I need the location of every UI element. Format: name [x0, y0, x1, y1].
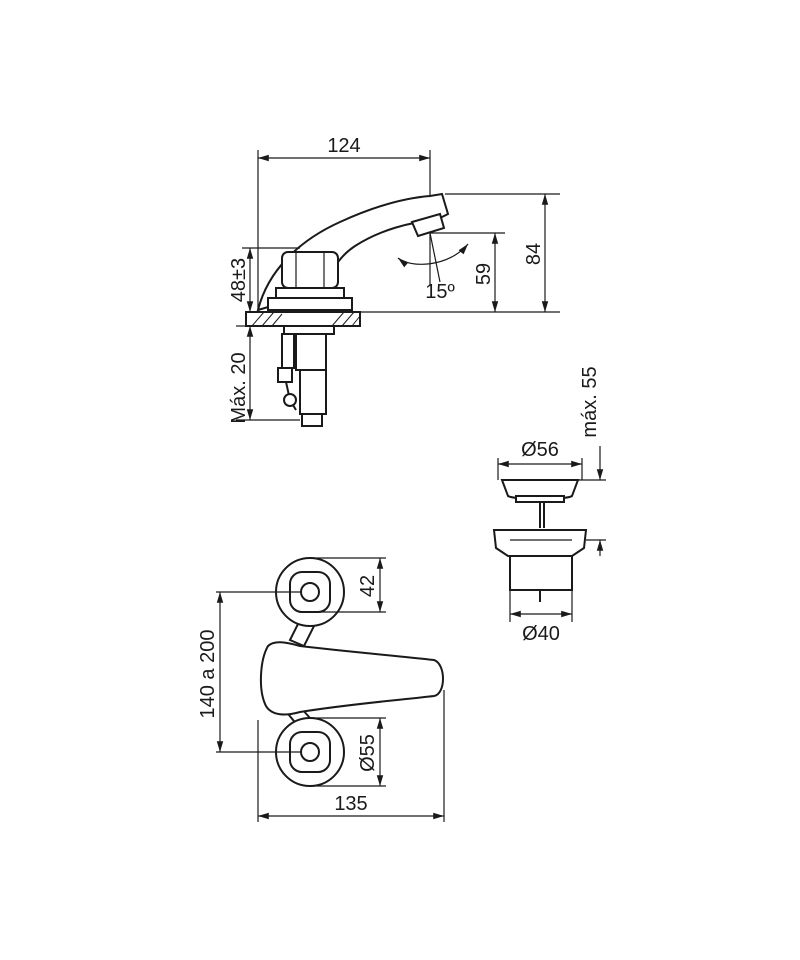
lever-handle: [259, 641, 444, 716]
dim-overall-width: 135: [334, 793, 367, 815]
dim-rosette-diameter: Ø55: [357, 734, 379, 772]
under-deck-body: [277, 325, 335, 427]
top-view: 140 a 200 42 Ø55 135: [197, 557, 445, 822]
lower-rosette: [275, 717, 345, 787]
countertop: [245, 311, 361, 327]
dim-drain-max-height: máx. 55: [579, 366, 601, 437]
drain-flange: [492, 529, 588, 557]
dim-spout-height: 59: [473, 263, 495, 285]
dim-spout-reach: 124: [327, 135, 360, 157]
aerator: [410, 212, 446, 238]
upper-rosette: [275, 557, 345, 627]
dim-drain-body-diameter: Ø40: [522, 623, 560, 645]
dim-center-distance: 140 a 200: [197, 630, 219, 719]
dim-drain-top-diameter: Ø56: [521, 439, 559, 461]
dim-height-total: 84: [523, 243, 545, 265]
side-view: 124 84 59 48±3 Máx. 20 15º: [228, 135, 560, 427]
dim-handle-offset: 42: [357, 575, 379, 597]
dim-base-height: 48±3: [228, 258, 250, 302]
drain-view: Ø56 máx. 55 Ø40: [492, 366, 606, 645]
handle-nut: [267, 251, 353, 311]
dim-max-deck: Máx. 20: [228, 352, 250, 423]
dim-spout-angle: 15º: [425, 281, 455, 303]
